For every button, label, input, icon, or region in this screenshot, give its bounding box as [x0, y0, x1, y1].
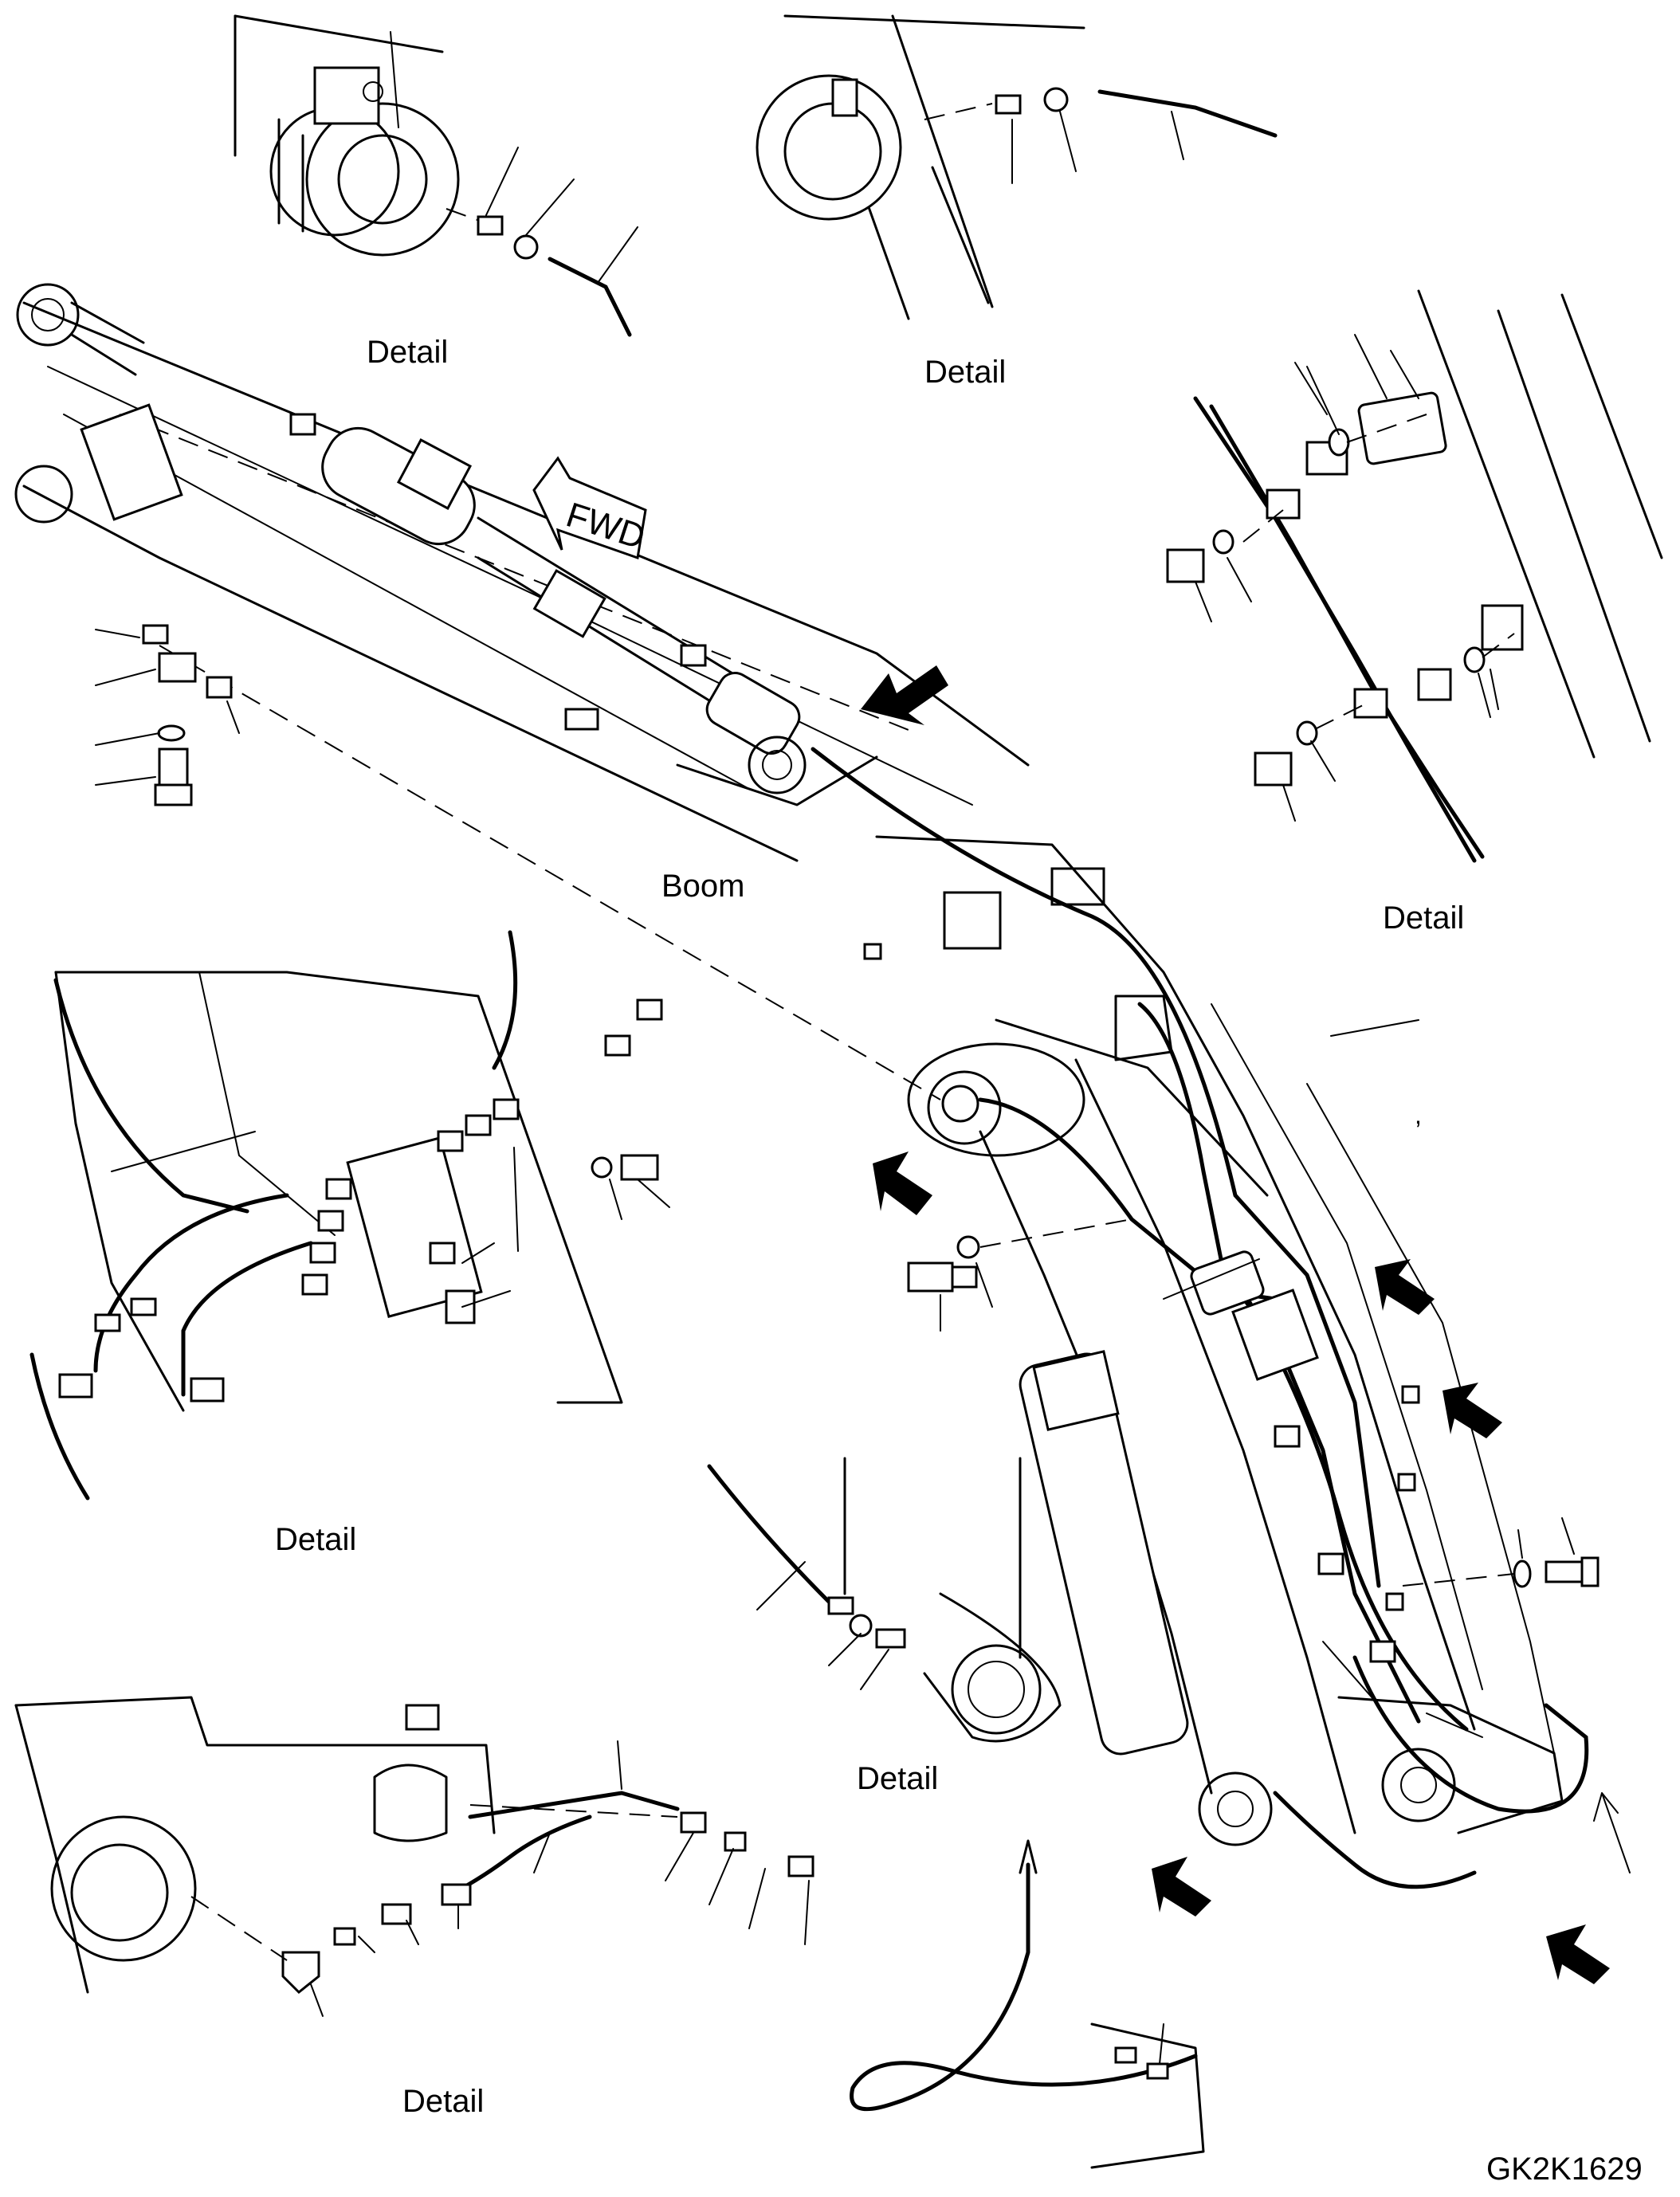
detail-top-center: Detail	[756, 14, 1278, 390]
detail-label-right-clamps: Detail	[1383, 900, 1464, 936]
detail-label-bottom-left: Detail	[402, 2084, 484, 2119]
detail-label-left-block: Detail	[275, 1522, 356, 1557]
hose-loop	[850, 1839, 1205, 2169]
detail-bottom-left: Detail	[14, 1696, 814, 2119]
arrow-icon	[1375, 1259, 1435, 1315]
detail-label-center-cylinder: Detail	[857, 1761, 938, 1796]
boom-assembly: FWD Boom	[14, 283, 1476, 1731]
detail-label-top-center: Detail	[924, 355, 1006, 390]
arrow-icon	[1546, 1924, 1610, 1984]
detail-right-clamps: Detail	[1166, 289, 1663, 936]
detail-left-block: Detail	[29, 624, 670, 1557]
drawing-code: GK2K1629	[1486, 2152, 1643, 2187]
detail-top-left: Detail	[234, 14, 638, 370]
detail-center-cylinder: Detail	[707, 1457, 1062, 1796]
arrow-icon	[1152, 1857, 1211, 1916]
indicator-arrows	[861, 665, 1631, 1984]
bolt-washer-right	[1402, 1517, 1600, 1588]
arm-assembly	[907, 1003, 1600, 1889]
detail-label-top-left: Detail	[367, 335, 448, 370]
fitting-row	[301, 1098, 520, 1296]
arrow-icon	[873, 1151, 932, 1215]
stray-comma: ,	[1415, 1100, 1422, 1129]
arrow-icon	[1443, 1383, 1502, 1438]
fwd-arrow-icon: FWD	[532, 456, 650, 560]
boom-label: Boom	[661, 869, 745, 904]
arrow-icon	[861, 665, 948, 725]
bolt-washer-center	[907, 1218, 1132, 1332]
